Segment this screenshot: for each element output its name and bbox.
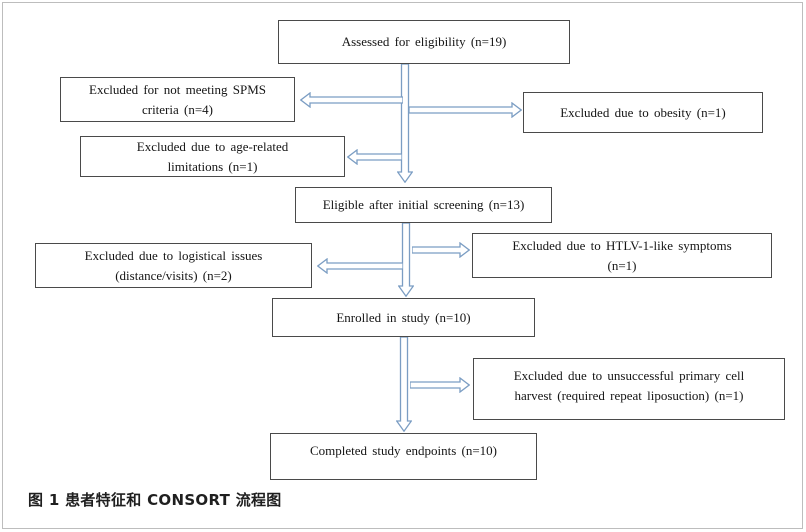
node-excluded-age-related: Excluded due to age-related limitations … — [80, 136, 345, 177]
arrow-down-assessed-to-eligible-icon — [397, 64, 413, 183]
node-enrolled-in-study: Enrolled in study (n=10) — [272, 298, 535, 337]
node-excluded-spms-criteria: Excluded for not meeting SPMS criteria (… — [60, 77, 295, 122]
arrow-left-to-excluded-spms-icon — [300, 92, 403, 108]
arrow-right-to-excluded-harvest-icon — [410, 377, 470, 393]
node-excluded-cell-harvest: Excluded due to unsuccessful primary cel… — [473, 358, 785, 420]
arrow-left-to-excluded-age-icon — [347, 149, 402, 165]
arrow-down-eligible-to-enrolled-icon — [398, 223, 414, 297]
arrow-down-enrolled-to-completed-icon — [396, 337, 412, 432]
node-completed-endpoints: Completed study endpoints (n=10) — [270, 433, 537, 480]
node-excluded-logistical: Excluded due to logistical issues (dista… — [35, 243, 312, 288]
arrow-right-to-excluded-obesity-icon — [409, 102, 522, 118]
node-excluded-obesity: Excluded due to obesity (n=1) — [523, 92, 763, 133]
arrow-left-to-excluded-logistical-icon — [317, 258, 403, 274]
node-eligible-after-screening: Eligible after initial screening (n=13) — [295, 187, 552, 223]
node-assessed-for-eligibility: Assessed for eligibility (n=19) — [278, 20, 570, 64]
arrow-right-to-excluded-htlv-icon — [412, 242, 470, 258]
node-excluded-htlv-symptoms: Excluded due to HTLV-1-like symptoms (n=… — [472, 233, 772, 278]
figure-caption: 图 1 患者特征和 CONSORT 流程图 — [28, 491, 282, 509]
